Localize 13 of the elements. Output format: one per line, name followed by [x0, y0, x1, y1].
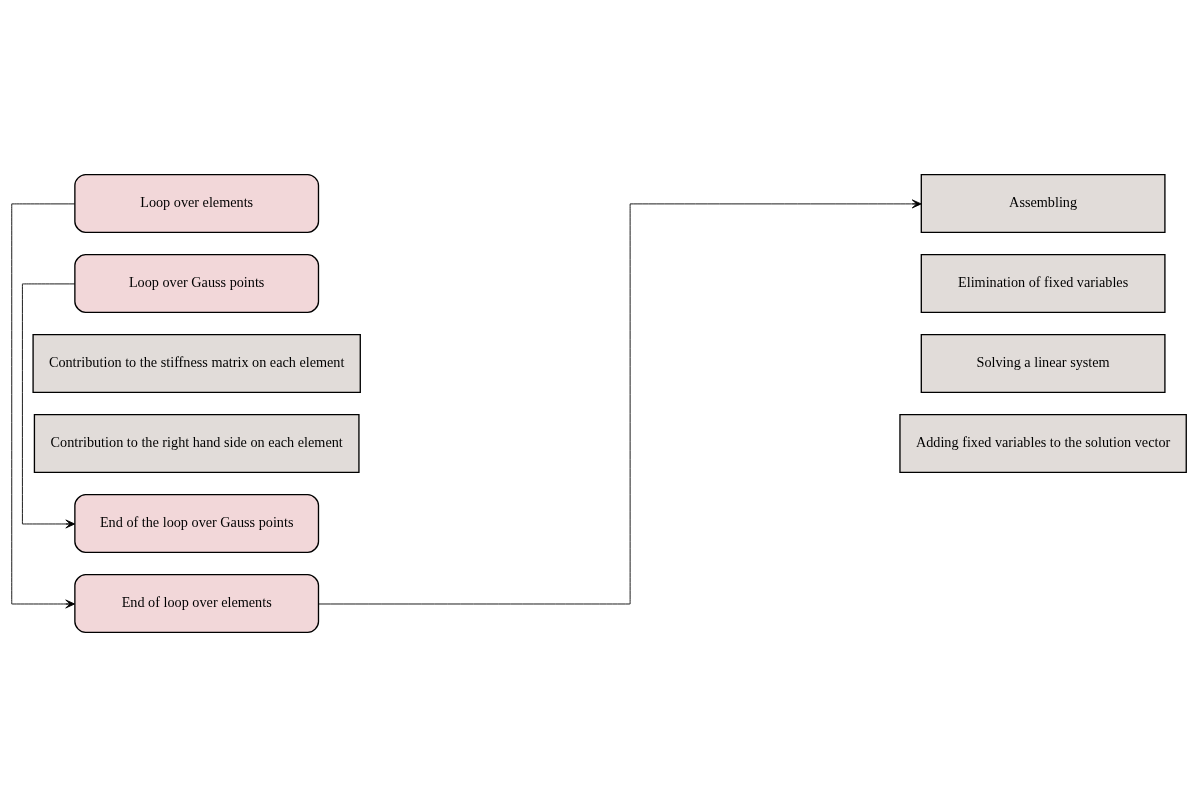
arrow	[11, 202, 76, 608]
node-box: Contribution to the stiffness matrix on each element	[32, 333, 361, 393]
node-box: Contribution to the right hand side on each element	[33, 413, 360, 473]
node-box: End of the loop over Gauss points	[74, 493, 320, 553]
node-box: End of loop over elements	[74, 573, 320, 633]
node-box: Assembling	[920, 173, 1166, 233]
arrow	[21, 282, 76, 528]
node-box: Loop over Gauss points	[74, 253, 320, 313]
node-box: Loop over elements	[74, 173, 320, 233]
node-box: Elimination of fixed variables	[920, 253, 1166, 313]
node-box: Solving a linear system	[920, 333, 1166, 393]
node-box: Adding fixed variables to the solution vector	[899, 413, 1187, 473]
arrow	[318, 198, 922, 604]
